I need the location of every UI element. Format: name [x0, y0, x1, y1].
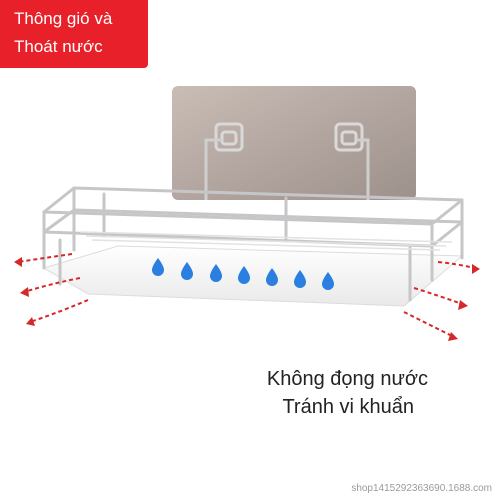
hook-left [214, 122, 244, 152]
airflow-left [17, 253, 89, 323]
drop-5 [266, 268, 278, 286]
drop-2 [181, 262, 193, 280]
banner-line-2: Thoát nước [14, 37, 103, 56]
feature-banner: Thông gió và Thoát nước [0, 0, 148, 68]
drop-7 [322, 272, 334, 290]
water-drops [152, 258, 334, 290]
drop-1 [152, 258, 164, 276]
drop-4 [238, 266, 250, 284]
shelf-illustration [14, 86, 480, 341]
banner-line-1: Thông gió và [14, 9, 113, 28]
watermark: shop1415292363690.1688.com [351, 483, 492, 494]
hanging-arms [204, 138, 370, 200]
caption-line-1: Không đọng nước [266, 368, 428, 390]
adhesive-plate [172, 86, 416, 200]
drop-3 [210, 264, 222, 282]
drop-6 [294, 270, 306, 288]
caption-line-2: Tránh vi khuẩn [282, 396, 414, 418]
airflow-right [403, 261, 475, 337]
hook-right [334, 122, 364, 152]
drip-tray [42, 245, 464, 307]
